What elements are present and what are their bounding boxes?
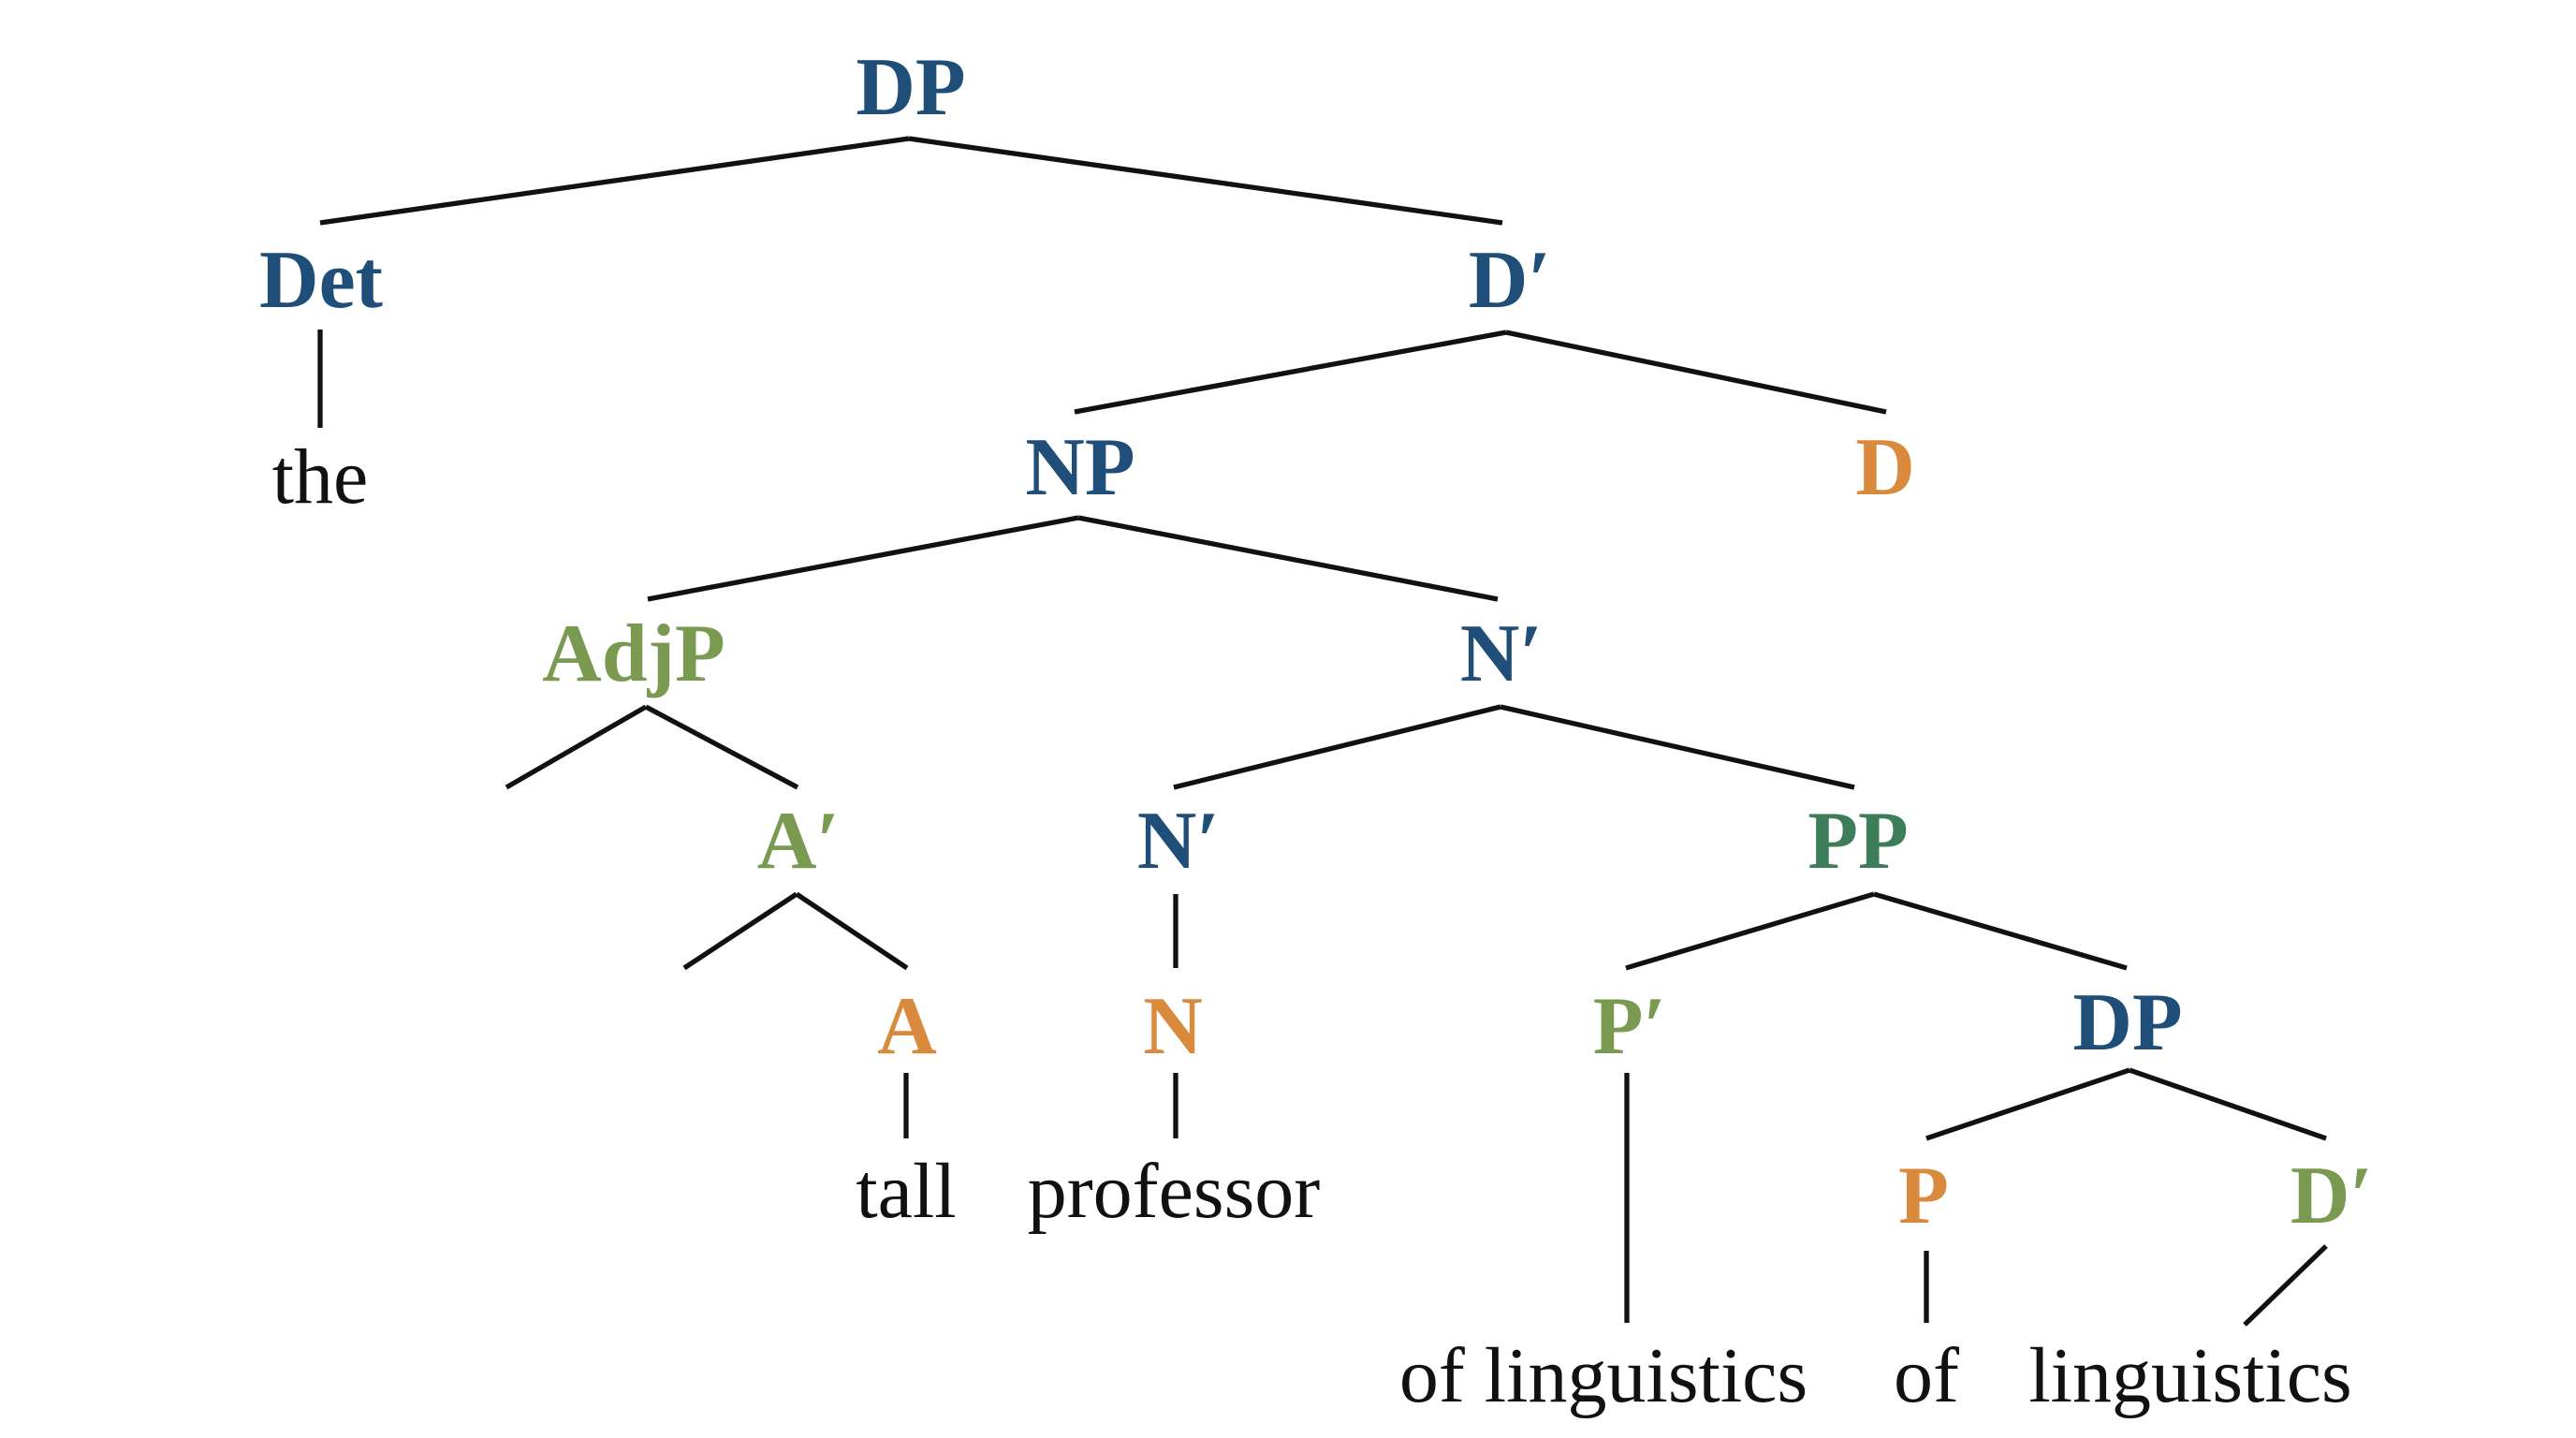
- edge-dbar-to-np: [1074, 330, 1507, 415]
- node-a-bar: A′: [757, 796, 840, 887]
- word-professor: professor: [1028, 1148, 1321, 1235]
- node-dp-root: DP: [856, 42, 965, 133]
- node-n-bar-lower: N′: [1137, 796, 1220, 887]
- edge-abar-to-spec: [682, 891, 798, 971]
- word-of-linguistics: of linguistics: [1399, 1332, 1808, 1419]
- word-the: the: [272, 433, 369, 521]
- node-d-head: D: [1855, 422, 1915, 513]
- node-np: NP: [1025, 422, 1134, 513]
- edge-dp-to-dbar: [908, 136, 1503, 226]
- edge-abar-to-a: [795, 891, 909, 971]
- node-n-head: N: [1143, 981, 1203, 1072]
- node-adjp: AdjP: [542, 609, 725, 699]
- node-a-head: A: [877, 981, 937, 1072]
- tree-edges: [317, 136, 2328, 1327]
- edge-dp-to-dbar-inner: [2129, 1067, 2327, 1141]
- edge-adjp-to-abar: [644, 704, 799, 790]
- edge-nbar-to-nbar: [1173, 704, 1501, 790]
- edge-pp-to-dp: [1873, 891, 2128, 971]
- edge-dp-to-p: [1925, 1067, 2130, 1141]
- edge-nbar-to-pp: [1500, 704, 1855, 790]
- edge-adjp-to-spec: [505, 704, 648, 790]
- node-pp: PP: [1808, 796, 1909, 887]
- node-d-bar-inner: D′: [2291, 1151, 2373, 1241]
- node-p-bar: P′: [1593, 981, 1667, 1072]
- edge-dp-to-det: [319, 136, 910, 226]
- tree-nodes: DP Det D′ NP D AdjP N′ A′ N′ PP A N P′ D…: [259, 42, 2373, 1241]
- word-tall: tall: [856, 1148, 956, 1235]
- node-p-head: P: [1898, 1151, 1949, 1241]
- node-dp-inner: DP: [2072, 977, 2182, 1068]
- edge-dbar-to-d: [1505, 330, 1887, 415]
- edge-np-to-nbar: [1077, 515, 1499, 602]
- tree-words: the tall professor of linguistics of lin…: [272, 433, 2352, 1419]
- edge-pp-to-pbar: [1625, 891, 1875, 971]
- node-det: Det: [259, 235, 383, 326]
- node-d-bar-top: D′: [1469, 235, 1551, 326]
- edge-np-to-adjp: [647, 515, 1079, 602]
- node-n-bar-upper: N′: [1460, 609, 1543, 699]
- word-of: of: [1894, 1332, 1959, 1419]
- word-linguistics: linguistics: [2028, 1332, 2351, 1419]
- edge-dbar-to-linguistics: [2243, 1244, 2328, 1327]
